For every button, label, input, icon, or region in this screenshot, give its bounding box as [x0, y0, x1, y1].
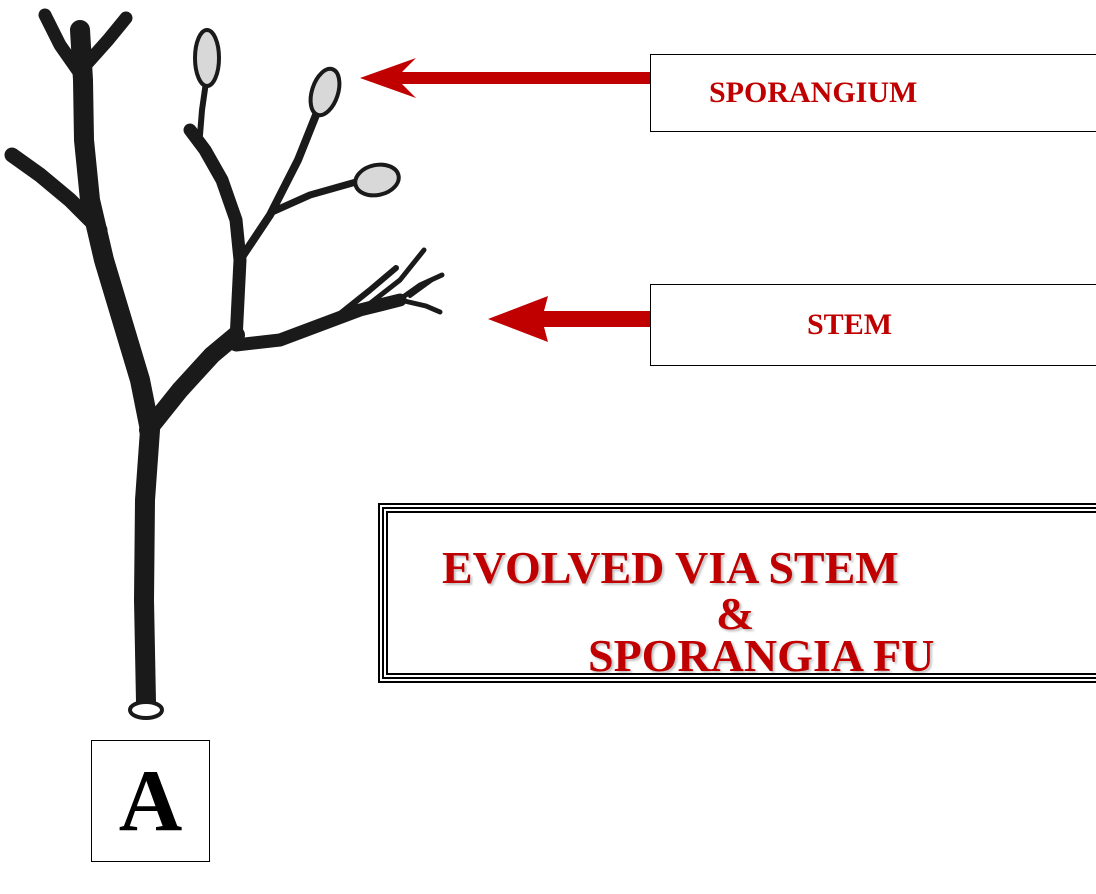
- central-branch: [148, 335, 236, 430]
- terminal-twig-4: [400, 300, 440, 312]
- main-stem: [80, 30, 150, 702]
- stem-pointer-arrow: [488, 296, 658, 342]
- sporangium-1: [195, 30, 219, 86]
- sporangium-stalk-1: [200, 82, 206, 135]
- specimen-label: A: [91, 740, 210, 862]
- sporangium-3: [352, 161, 401, 199]
- sporangium-2: [305, 65, 345, 119]
- stem-label: STEM: [807, 308, 892, 342]
- sporangium-pointer-arrow: [360, 58, 660, 98]
- lower-right-branch: [236, 300, 400, 345]
- sporangium-stalk-2: [240, 110, 318, 260]
- caption-box: EVOLVED VIA STEM & SPORANGIA FU: [378, 503, 1096, 683]
- stem-label-box: STEM: [650, 284, 1096, 366]
- upper-right-branch: [190, 130, 240, 340]
- sporangium-label: SPORANGIUM: [709, 76, 917, 110]
- stem-cross-section: [130, 702, 162, 718]
- sporangium-label-box: SPORANGIUM: [650, 54, 1096, 132]
- caption-line-3: SPORANGIA FU: [588, 629, 934, 682]
- caption-line-1: EVOLVED VIA STEM: [442, 541, 899, 594]
